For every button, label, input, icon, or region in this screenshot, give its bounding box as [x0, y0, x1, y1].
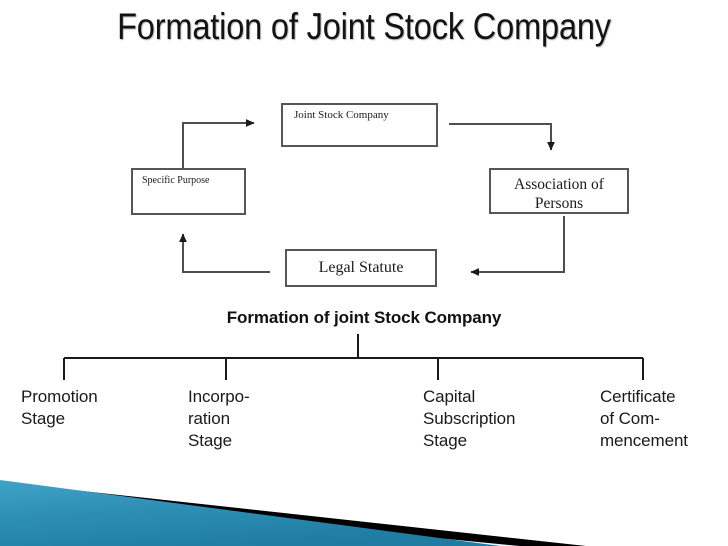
tree-stage-certificate-of-commencement: Certificate of Com- mencement	[600, 387, 688, 450]
tree-stage-incorporation: Incorpo- ration Stage	[188, 387, 250, 450]
cycle-box-joint-stock-company: Joint Stock Company	[281, 103, 438, 147]
page-title: Formation of Joint Stock Company	[117, 6, 611, 47]
formation-cycle-diagram: Joint Stock Company Association of Perso…	[131, 103, 629, 287]
arrow-joint-stock-company-to-association-of-persons	[449, 123, 555, 151]
cycle-box-legal-statute: Legal Statute	[285, 249, 437, 287]
arrow-specific-purpose-to-joint-stock-company	[182, 119, 255, 168]
tree-stage-capital-subscription: Capital Subscription Stage	[423, 387, 516, 450]
arrow-legal-statute-to-specific-purpose	[179, 233, 270, 273]
tree-connector-lines	[63, 334, 644, 380]
bottom-corner-graphic	[0, 480, 586, 546]
cycle-connector-lines	[179, 119, 565, 276]
tree-heading: Formation of joint Stock Company	[226, 308, 502, 327]
black-diagonal-stripe	[0, 482, 586, 546]
arrow-association-of-persons-to-legal-statute	[470, 216, 565, 276]
teal-wedge	[0, 480, 500, 546]
tree-stage-promotion: Promotion Stage	[21, 387, 98, 428]
cycle-box-specific-purpose: Specific Purpose	[131, 168, 246, 215]
cycle-box-association-of-persons: Association of Persons	[489, 168, 629, 214]
